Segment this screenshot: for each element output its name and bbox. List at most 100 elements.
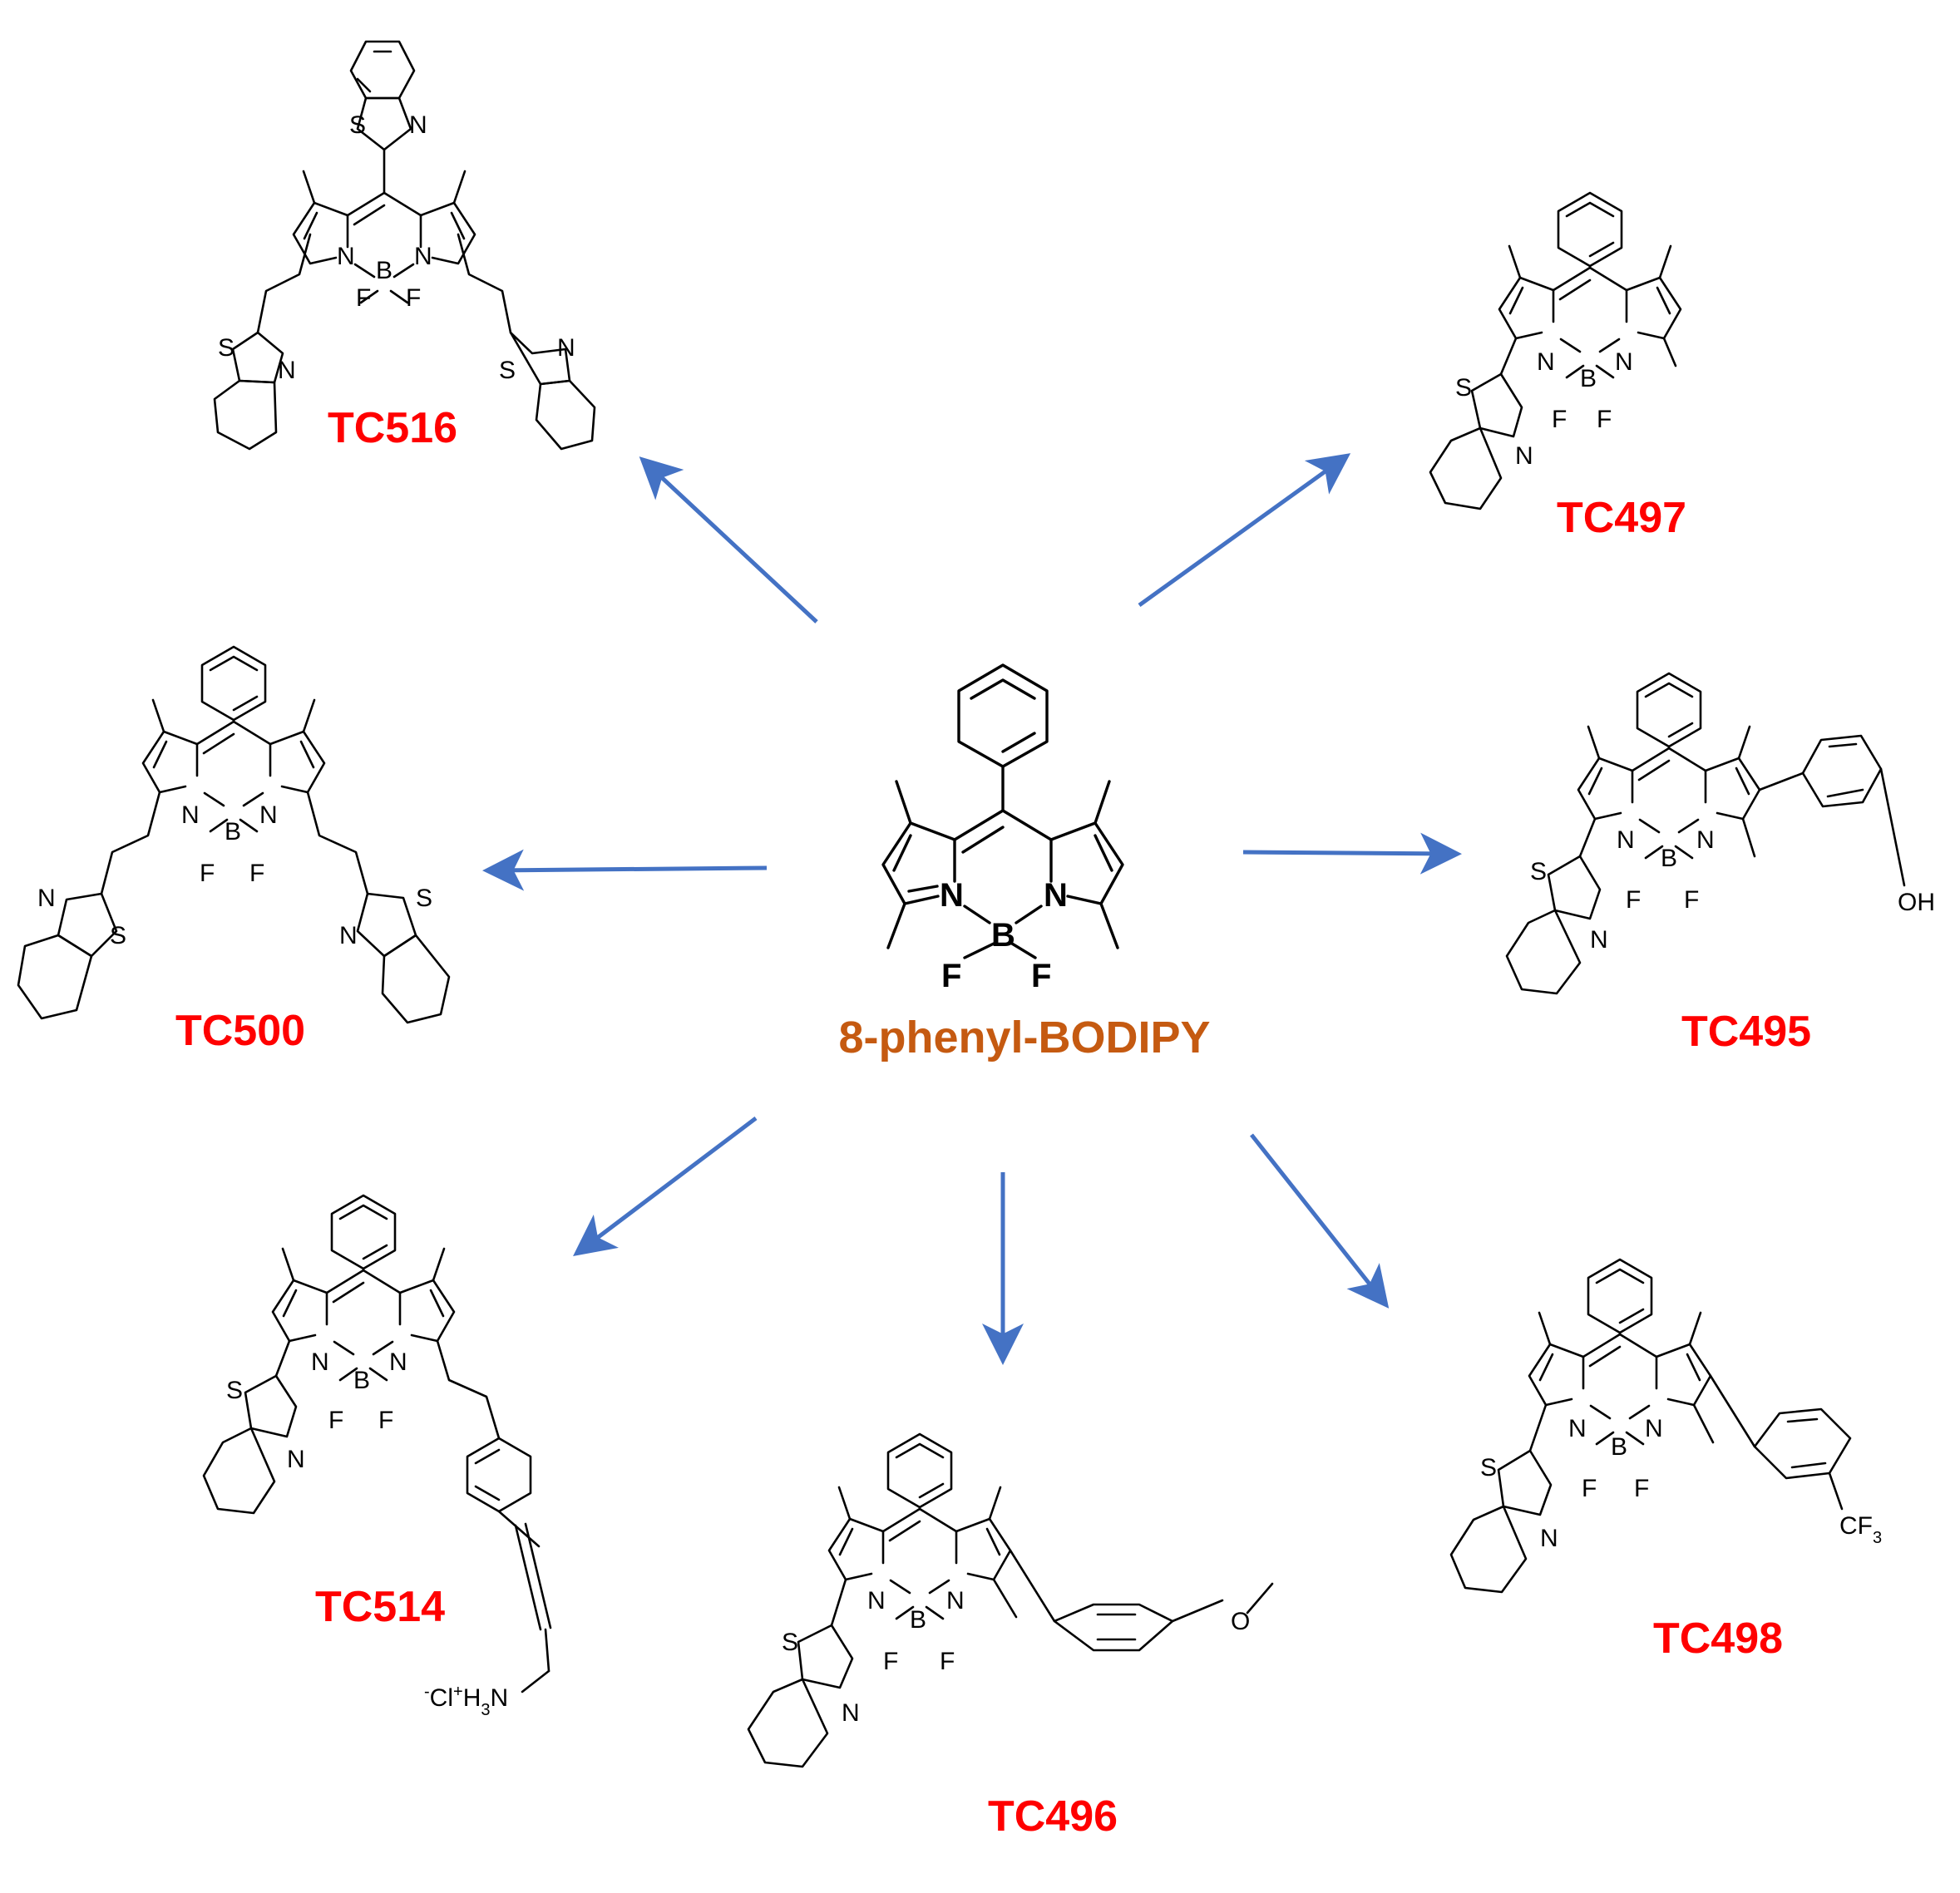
tc496-f1: F	[883, 1648, 898, 1675]
arrows	[482, 453, 1462, 1365]
tc495-f2: F	[1684, 886, 1699, 914]
tc514-f1: F	[328, 1407, 343, 1434]
tc500-n2: N	[259, 801, 278, 829]
tc516-b: B	[376, 257, 392, 284]
arrow-to-tc516	[639, 456, 818, 624]
tc516-top-s: S	[349, 111, 366, 139]
tc497-f2: F	[1597, 406, 1612, 433]
tc514-b: B	[353, 1367, 370, 1394]
label-tc514: TC514	[315, 1583, 445, 1631]
tc496-s: S	[782, 1629, 798, 1656]
label-tc497: TC497	[1557, 494, 1686, 542]
tc500-f1: F	[200, 860, 215, 887]
tc498-b: B	[1611, 1433, 1627, 1461]
arrow-to-tc497	[1138, 453, 1351, 608]
tc495-n2: N	[1696, 826, 1715, 854]
core-atom-f-left: F	[941, 958, 961, 994]
core-structure: N N B F F	[881, 663, 1124, 994]
tc497-n1: N	[1537, 348, 1555, 376]
tc496-benzothiazole: S N	[747, 1624, 860, 1768]
tc498-s: S	[1480, 1454, 1497, 1481]
tc500-right-n: N	[339, 922, 358, 949]
arrow-to-tc514	[573, 1117, 758, 1257]
tc516-f2: F	[406, 284, 421, 312]
tc514-s: S	[226, 1377, 243, 1404]
tc516-right-n: N	[557, 334, 575, 362]
tc497-b: B	[1580, 365, 1597, 392]
tc496-b: B	[910, 1606, 926, 1634]
tc497-n2: N	[1615, 348, 1633, 376]
tc500-left-s: S	[110, 922, 126, 949]
arrow-to-tc498	[1250, 1133, 1390, 1309]
tc495-hydroxyphenyl: OH	[1801, 734, 1935, 916]
tc516-n1: N	[337, 243, 355, 270]
tc516-left-benzothiazole: S N	[213, 331, 296, 451]
label-tc495: TC495	[1681, 1008, 1811, 1056]
tc496-n1: N	[867, 1587, 886, 1614]
tc495-f1: F	[1626, 886, 1641, 914]
core-phenyl-ring	[957, 663, 1049, 768]
tc495-benzothiazole: S N	[1505, 855, 1608, 995]
tc498-n: N	[1540, 1525, 1558, 1552]
tc516-n2: N	[414, 243, 432, 270]
tc516-left-n: N	[278, 357, 296, 384]
tc495-oh: OH	[1898, 889, 1935, 916]
core-label: 8-phenyl-BODIPY	[838, 1013, 1210, 1062]
tc516-right-benzothiazole: S N	[499, 331, 596, 451]
tc497-f1: F	[1552, 406, 1567, 433]
tc516-f1: F	[356, 284, 371, 312]
tc496-n: N	[842, 1699, 860, 1727]
tc514-f2: F	[378, 1407, 393, 1434]
tc500-b: B	[225, 818, 241, 845]
tc497-benzothiazole: S N	[1429, 372, 1533, 510]
tc496-n2: N	[946, 1587, 965, 1614]
arrow-to-tc500	[482, 849, 768, 891]
molecule-tc497: N N B F F S N	[1429, 191, 1682, 510]
tc498-cf3-phenyl: CF3	[1753, 1407, 1882, 1547]
tc498-f1: F	[1582, 1475, 1597, 1502]
tc514-n1: N	[311, 1348, 329, 1376]
tc514-n: N	[287, 1446, 305, 1473]
molecule-tc500: N N B F F N S N S	[17, 645, 451, 1024]
tc500-left-n: N	[37, 885, 56, 912]
tc514-benzothiazole: S N	[202, 1374, 305, 1515]
label-tc498: TC498	[1653, 1614, 1783, 1663]
tc500-n1: N	[181, 801, 200, 829]
tc495-n1: N	[1617, 826, 1635, 854]
tc495-n: N	[1590, 926, 1608, 954]
tc497-n: N	[1515, 442, 1533, 470]
tc514-ammonium-salt: -Cl+H3N	[424, 1683, 508, 1719]
molecule-tc496: N N B F F O S N	[747, 1432, 1274, 1768]
tc496-o: O	[1231, 1608, 1250, 1635]
tc500-right-benzothiazole: N S	[339, 885, 451, 1024]
molecule-tc516: S N N N B F F S N S N	[213, 40, 596, 451]
tc500-right-s: S	[416, 885, 432, 912]
tc516-top-n: N	[409, 111, 427, 139]
label-tc496: TC496	[988, 1792, 1118, 1841]
tc498-f2: F	[1634, 1475, 1649, 1502]
molecule-tc514: N N B F F S N -Cl+H3N	[202, 1194, 552, 1719]
tc495-b: B	[1661, 845, 1677, 872]
tc500-f2: F	[249, 860, 264, 887]
tc500-left-benzothiazole: N S	[17, 885, 126, 1020]
tc495-s: S	[1530, 858, 1547, 885]
tc514-n2: N	[389, 1348, 407, 1376]
core-atom-n-left: N	[940, 877, 964, 914]
tc516-right-s: S	[499, 357, 516, 384]
tc498-cf3: CF3	[1839, 1512, 1882, 1547]
tc514-phenyl-alkyne	[466, 1437, 552, 1693]
tc516-left-s: S	[218, 334, 235, 362]
label-tc500: TC500	[175, 1007, 305, 1055]
tc498-benzothiazole: S N	[1449, 1449, 1558, 1594]
core-atom-f-right: F	[1031, 958, 1051, 994]
core-atom-b: B	[991, 917, 1015, 954]
tc498-n2: N	[1645, 1415, 1663, 1442]
tc516-top-benzothiazole: S N	[349, 40, 427, 151]
molecule-tc495: N N B F F OH S N	[1505, 672, 1935, 995]
tc496-f2: F	[940, 1648, 955, 1675]
tc498-n1: N	[1568, 1415, 1587, 1442]
label-tc516: TC516	[328, 404, 457, 452]
core-atom-n-right: N	[1044, 877, 1068, 914]
tc496-methoxyphenyl: O	[1053, 1582, 1274, 1652]
